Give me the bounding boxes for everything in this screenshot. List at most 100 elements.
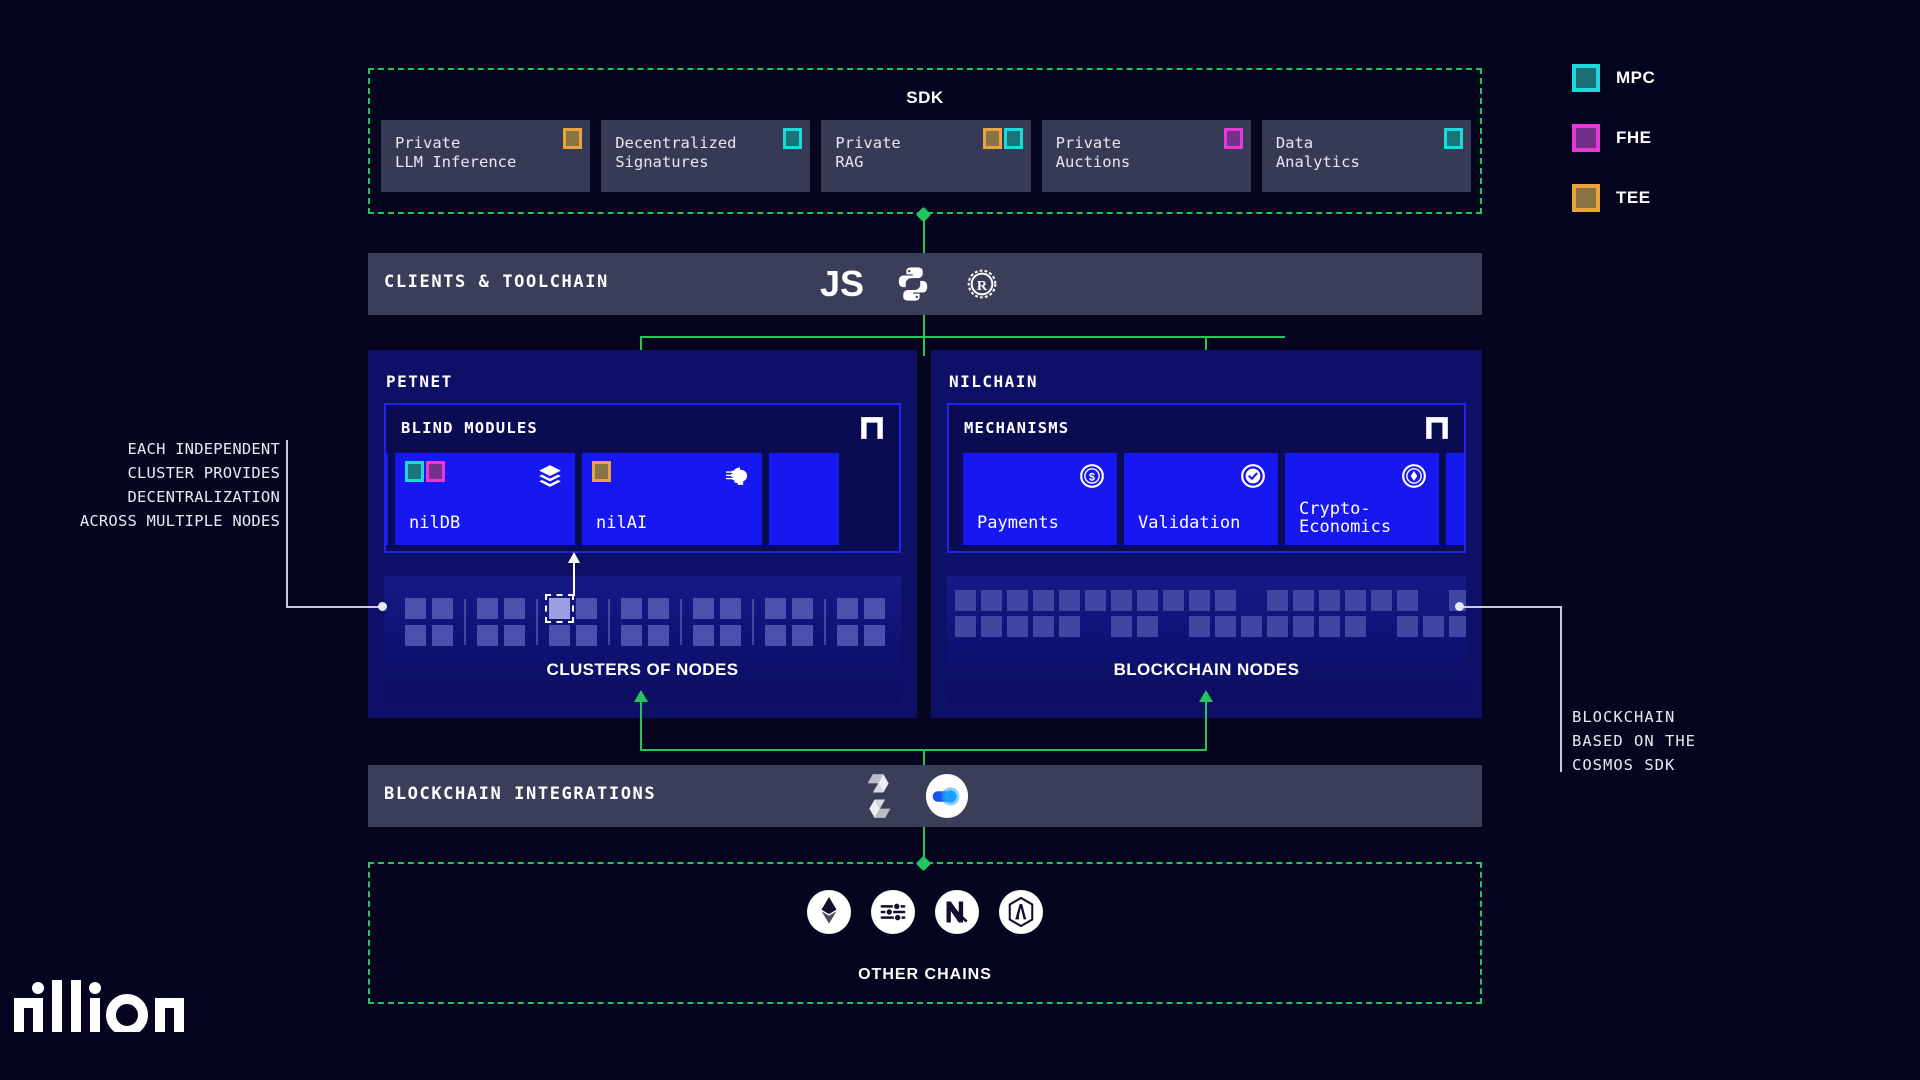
aleo-chain-badge[interactable] [871,890,915,934]
legend-item-fhe: FHE [1572,124,1655,152]
node [621,598,642,619]
annotation-left-endpoint [378,602,387,611]
annotation-right-line [1560,606,1562,772]
annotation-left-elbow [286,606,382,608]
other-chains-caption: OTHER CHAINS [858,966,992,983]
nillion-wordmark-icon [14,980,184,1032]
node [693,598,714,619]
solidity-icon [867,774,891,818]
node [792,598,813,619]
connector-arrow-up-petnet [634,690,648,702]
node [621,625,642,646]
nillion-mark-icon [861,417,883,439]
blockchain-node [1293,616,1314,637]
blockchain-nodes-area: BLOCKCHAIN NODES [947,576,1466,702]
legend-item-tee: TEE [1572,184,1655,212]
legend-item-mpc: MPC [1572,64,1655,92]
ethereum-chain-badge[interactable] [807,890,851,934]
sdk-card-data-analytics[interactable]: Data Analytics [1261,120,1472,192]
module-card-nildb[interactable]: nilDB [395,453,575,545]
mechanism-card-validation[interactable]: Validation [1124,453,1278,545]
sdk-card-private-llm-inference[interactable]: Private LLM Inference [381,120,591,192]
tee-chip-icon [563,128,583,149]
node [477,625,498,646]
mpc-chip-icon [405,461,424,482]
node [837,598,858,619]
nillion-mark-icon [1426,417,1448,439]
sdk-card-tags [982,128,1023,149]
nillion-logo [14,980,184,1032]
other-chains-dashed-container [368,862,1482,1004]
legend-label-fhe: FHE [1616,128,1652,147]
cluster-divider [680,599,682,645]
javascript-icon: JS [820,263,865,304]
dollar-coin-icon: $ [1080,464,1104,488]
node-to-module-line [573,560,575,596]
connector-split-horizontal [640,336,1285,338]
sdk-card-tags [563,128,583,149]
sdk-card-decentralized-signatures[interactable]: Decentralized Signatures [601,120,811,192]
mechanisms-strip: $ Payments Validation [949,453,1464,545]
module-card-partial-right[interactable] [769,453,839,545]
blockchain-node [1345,590,1366,611]
blockchain-node [1267,590,1288,611]
blockchain-node [955,590,976,611]
node [576,625,597,646]
cluster-divider [536,599,538,645]
node [504,598,525,619]
sdk-card-private-auctions[interactable]: Private Auctions [1041,120,1251,192]
blockchain-node-gap [1371,616,1392,637]
node [720,625,741,646]
blockchain-node [1449,616,1466,637]
svg-text:$: $ [1089,471,1095,483]
blockchain-node [1319,616,1340,637]
node-cluster-partial[interactable] [826,598,896,646]
node-cluster[interactable] [754,598,824,646]
sdk-card-tags [1223,128,1243,149]
node-cluster[interactable] [466,598,536,646]
node [720,598,741,619]
blockchain-node [1007,616,1028,637]
node-highlighted[interactable] [545,594,574,623]
mechanism-card-payments[interactable]: $ Payments [963,453,1117,545]
blockchain-node [1033,590,1054,611]
blockchain-node-gap [1241,590,1262,611]
node [648,598,669,619]
node-to-module-arrow [568,552,580,563]
other-chains-icon-list [368,890,1482,934]
tee-swatch-icon [1572,184,1600,212]
rust-icon: R [967,269,997,299]
node-cluster[interactable] [610,598,680,646]
ai-head-icon [725,467,748,485]
arbitrum-chain-badge[interactable] [999,890,1043,934]
module-card-partial-left[interactable] [386,453,388,545]
blockchain-node [1345,616,1366,637]
module-card-nilai[interactable]: nilAI [582,453,762,545]
blockchain-nodes-caption: BLOCKCHAIN NODES [1113,660,1300,679]
fhe-chip-icon [426,461,445,482]
node [477,598,498,619]
annotation-right-text: BLOCKCHAIN BASED ON THE COSMOS SDK [1572,708,1696,775]
sdk-card-label: Private RAG [835,134,901,172]
connector-up-nilchain-vertical [1205,700,1207,750]
mechanism-card-crypto-economics[interactable]: Crypto- Economics [1285,453,1439,545]
clients-toolchain-icons: JS R [820,258,1002,310]
node-cluster[interactable] [394,598,464,646]
mechanism-card-partial-right[interactable] [1446,453,1464,545]
sdk-card-private-rag[interactable]: Private RAG [821,120,1031,192]
sdk-title: SDK [906,88,944,107]
nilchain-panel: NILCHAIN MECHANISMS $ Payments [931,350,1482,718]
blockchain-node [1111,590,1132,611]
node-cluster[interactable] [682,598,752,646]
connector-arrow-up-nilchain [1199,690,1213,702]
blockchain-node [1033,616,1054,637]
node-cluster-highlighted[interactable] [538,594,608,646]
fhe-chip-icon [1223,128,1243,149]
near-chain-badge[interactable] [935,890,979,934]
blockchain-node [1111,616,1132,637]
ethereum-icon [821,897,837,924]
token-coin-icon [1402,464,1426,488]
blockchain-node [1215,590,1236,611]
blockchain-integrations-icons [862,768,970,824]
blockchain-node [981,590,1002,611]
